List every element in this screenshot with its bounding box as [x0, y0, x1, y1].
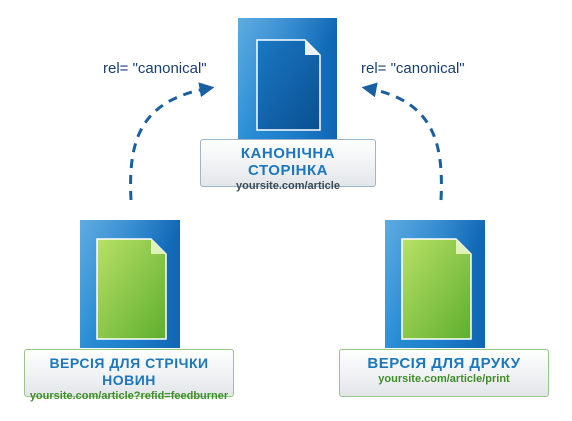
right-canonical-arrow	[361, 82, 443, 201]
canonical-document-icon	[238, 18, 337, 145]
canonical-url: yoursite.com/article	[236, 180, 340, 192]
print-url: yoursite.com/article/print	[378, 373, 510, 385]
feed-url: yoursite.com/article?refid=feedburner	[29, 390, 229, 402]
print-document-icon	[385, 220, 485, 348]
canonical-title: КАНОНІЧНА СТОРІНКА	[240, 145, 336, 179]
feed-title: ВЕРСІЯ ДЛЯ СТРІЧКИ НОВИН	[49, 355, 209, 388]
left-edge-label: rel= "canonical"	[103, 60, 207, 77]
left-canonical-arrow	[129, 82, 215, 201]
canonical-label-box: КАНОНІЧНА СТОРІНКА yoursite.com/article	[200, 139, 376, 192]
feed-document-icon	[80, 220, 180, 348]
feed-label-box: ВЕРСІЯ ДЛЯ СТРІЧКИ НОВИН yoursite.com/ar…	[24, 349, 234, 402]
print-label-box: ВЕРСІЯ ДЛЯ ДРУКУ yoursite.com/article/pr…	[339, 349, 549, 397]
right-edge-label: rel= "canonical"	[361, 60, 465, 77]
print-title: ВЕРСІЯ ДЛЯ ДРУКУ	[367, 355, 521, 372]
